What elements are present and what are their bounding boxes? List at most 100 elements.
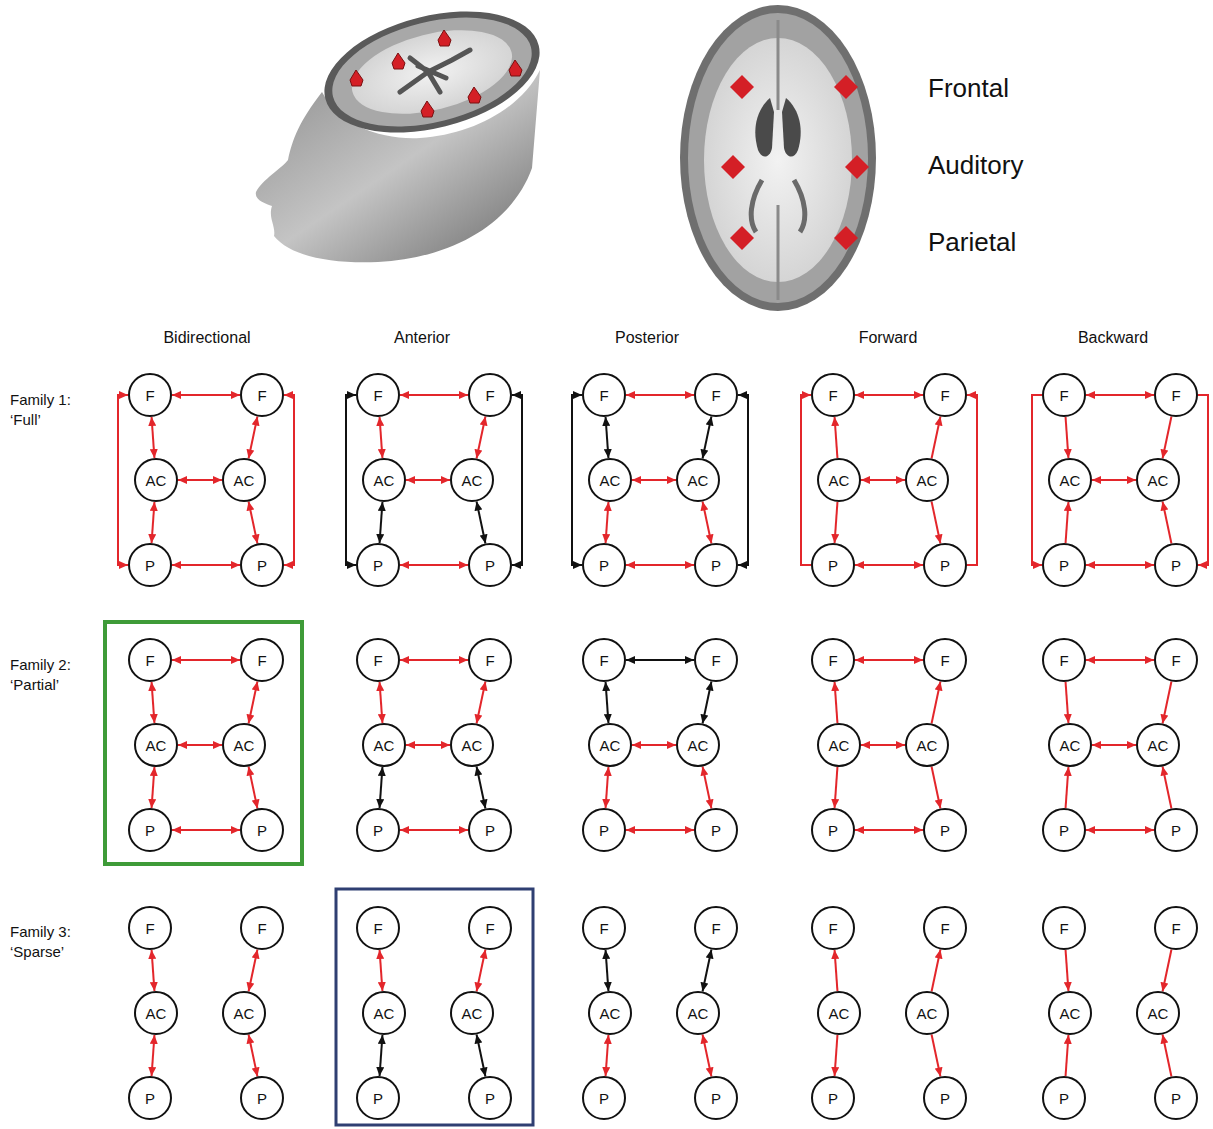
connection-arrow — [249, 950, 258, 992]
region-circle: P — [1154, 543, 1198, 587]
region-circle: F — [240, 906, 284, 950]
region-circle: F — [582, 373, 626, 417]
column-header: Backward — [1078, 329, 1148, 347]
region-circle: F — [811, 906, 855, 950]
region-label: P — [485, 822, 495, 839]
region-label: F — [711, 652, 720, 669]
region-label: F — [485, 920, 494, 937]
slice-rim — [312, 0, 553, 153]
connection-arrow — [152, 1035, 155, 1076]
region-circle: P — [1042, 1076, 1086, 1120]
connection-arrow — [1086, 394, 1154, 396]
connection-arrow — [1163, 417, 1172, 459]
region-label: F — [1059, 652, 1068, 669]
region-label: AC — [374, 737, 395, 754]
region-label: AC — [600, 472, 621, 489]
row-label: Family 1: ‘Full’ — [10, 390, 84, 429]
connection-arrow — [380, 950, 383, 991]
connection-arrow — [172, 564, 240, 566]
region-circle: AC — [1048, 458, 1092, 502]
connection-arrow — [380, 502, 383, 543]
connection-arrow — [703, 1035, 712, 1077]
region-circle: AC — [222, 723, 266, 767]
region-circle: AC — [450, 991, 494, 1035]
region-label: AC — [829, 1005, 850, 1022]
connection-arrow — [703, 502, 712, 544]
illustration-part — [834, 75, 858, 99]
region-circle: F — [923, 638, 967, 682]
connection-arrow — [1066, 682, 1069, 723]
region-label: F — [1171, 920, 1180, 937]
connection-arrow — [626, 564, 694, 566]
connection-arrow — [172, 659, 240, 661]
connection-arrow — [932, 1035, 941, 1077]
connection-arrow — [1066, 417, 1069, 458]
connection-arrow — [967, 395, 977, 565]
connection-arrow — [932, 502, 941, 544]
region-circle: P — [811, 1076, 855, 1120]
region-label: P — [1059, 1090, 1069, 1107]
region-label: F — [599, 652, 608, 669]
connection-arrow — [152, 417, 155, 458]
region-label: F — [711, 920, 720, 937]
region-label: AC — [462, 1005, 483, 1022]
region-circle: AC — [676, 723, 720, 767]
region-circle: P — [1154, 808, 1198, 852]
connection-arrow — [855, 394, 923, 396]
head-render — [256, 0, 553, 262]
region-label: P — [1059, 822, 1069, 839]
connection-arrow — [400, 394, 468, 396]
connection-arrow — [400, 564, 468, 566]
connection-arrow — [249, 682, 258, 724]
region-label: F — [940, 652, 949, 669]
row-label: Family 3: ‘Sparse’ — [10, 922, 84, 961]
region-circle: F — [240, 638, 284, 682]
region-circle: F — [582, 638, 626, 682]
region-label: AC — [600, 1005, 621, 1022]
connection-arrow — [249, 767, 258, 809]
connection-arrow — [606, 950, 609, 991]
connection-arrow — [703, 682, 712, 724]
region-circle: P — [468, 1076, 512, 1120]
connection-arrow — [1032, 395, 1042, 565]
region-circle: P — [240, 1076, 284, 1120]
connection-arrow — [477, 767, 486, 809]
region-label: P — [257, 1090, 267, 1107]
connection-arrow — [1066, 767, 1069, 808]
region-label: AC — [1148, 472, 1169, 489]
region-label: P — [828, 822, 838, 839]
region-label: F — [257, 652, 266, 669]
region-circle: P — [694, 1076, 738, 1120]
region-label: AC — [688, 737, 709, 754]
region-circle: P — [1042, 808, 1086, 852]
region-label: F — [257, 387, 266, 404]
region-label: P — [940, 822, 950, 839]
region-label: AC — [1060, 472, 1081, 489]
connection-arrow — [632, 744, 676, 746]
region-label: P — [485, 557, 495, 574]
region-label: AC — [234, 472, 255, 489]
region-circle: F — [923, 906, 967, 950]
connection-arrow — [861, 744, 905, 746]
region-label: AC — [234, 1005, 255, 1022]
region-name: Auditory — [928, 150, 1023, 181]
region-label: AC — [829, 737, 850, 754]
region-label: AC — [688, 472, 709, 489]
connection-arrow — [172, 394, 240, 396]
region-circle: AC — [1136, 458, 1180, 502]
connection-arrow — [380, 682, 383, 723]
illustration-part — [421, 101, 434, 117]
region-name: Frontal — [928, 73, 1009, 104]
region-circle: AC — [362, 723, 406, 767]
connection-arrow — [477, 682, 486, 724]
illustration-part — [777, 20, 780, 300]
region-circle: P — [923, 543, 967, 587]
region-label: P — [373, 822, 383, 839]
connection-arrow — [932, 950, 941, 992]
region-circle: P — [128, 1076, 172, 1120]
region-label: AC — [688, 1005, 709, 1022]
best-model-frame — [336, 889, 533, 1125]
region-circle: F — [582, 906, 626, 950]
connection-arrow — [400, 659, 468, 661]
